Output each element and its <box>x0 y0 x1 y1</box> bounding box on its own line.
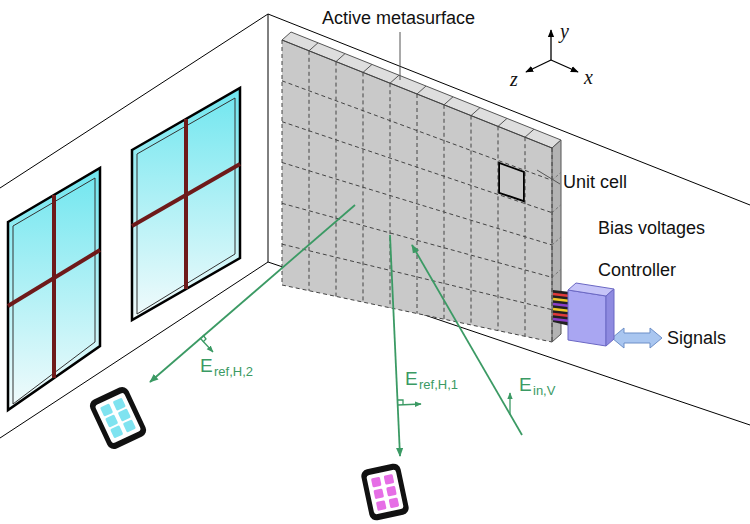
field-subscript: in,V <box>533 384 555 399</box>
signals-arrow <box>612 328 662 348</box>
field-symbol: E <box>519 374 532 396</box>
grid-line <box>282 81 552 180</box>
cell-edge <box>525 129 534 137</box>
cell-edge <box>552 269 561 277</box>
metasurface-panel <box>282 32 561 342</box>
grid-line <box>282 122 552 213</box>
bias-wires <box>553 290 570 326</box>
grid-line <box>282 285 552 342</box>
cell-edge <box>552 172 561 180</box>
field-subscript: ref,H,1 <box>419 378 458 393</box>
controller-top <box>568 283 614 296</box>
metasurface-top <box>282 32 561 148</box>
part-label: Unit cell <box>563 172 627 193</box>
axis-triad <box>526 30 578 72</box>
cell-edge <box>363 64 372 72</box>
cell-edge <box>444 97 453 105</box>
part-label: Bias voltages <box>598 218 705 239</box>
node-heading: Controller <box>598 260 676 281</box>
axis-label: z <box>510 68 518 91</box>
cell-edge <box>417 86 426 94</box>
unit-cell-outline <box>499 163 524 201</box>
part-label: Active metasurface <box>322 8 475 29</box>
field-symbol: E <box>200 355 213 377</box>
window <box>132 88 240 320</box>
grid-line <box>282 203 552 277</box>
axis-label: x <box>584 66 593 89</box>
cell-edge <box>552 237 561 245</box>
signal-name: Signals <box>667 328 726 349</box>
cell-edge <box>552 205 561 213</box>
cell-edge <box>390 75 399 83</box>
cell-edge <box>309 43 318 51</box>
axis-label: y <box>560 20 569 43</box>
grid-line <box>282 40 552 148</box>
leader-line <box>537 170 560 184</box>
controller-front <box>568 290 606 346</box>
polarization-arrows <box>200 335 510 415</box>
phone-icon <box>360 462 410 521</box>
phone-icon <box>88 385 149 452</box>
room-edges <box>0 14 750 438</box>
window <box>8 168 100 410</box>
field-subscript: ref,H,2 <box>214 365 253 380</box>
controller-side <box>606 289 614 346</box>
wave-beams <box>150 205 522 456</box>
cell-edge <box>471 108 480 116</box>
cell-edge <box>336 54 345 62</box>
cell-edge <box>498 118 507 126</box>
leader-line <box>400 32 401 80</box>
field-symbol: E <box>405 368 418 390</box>
